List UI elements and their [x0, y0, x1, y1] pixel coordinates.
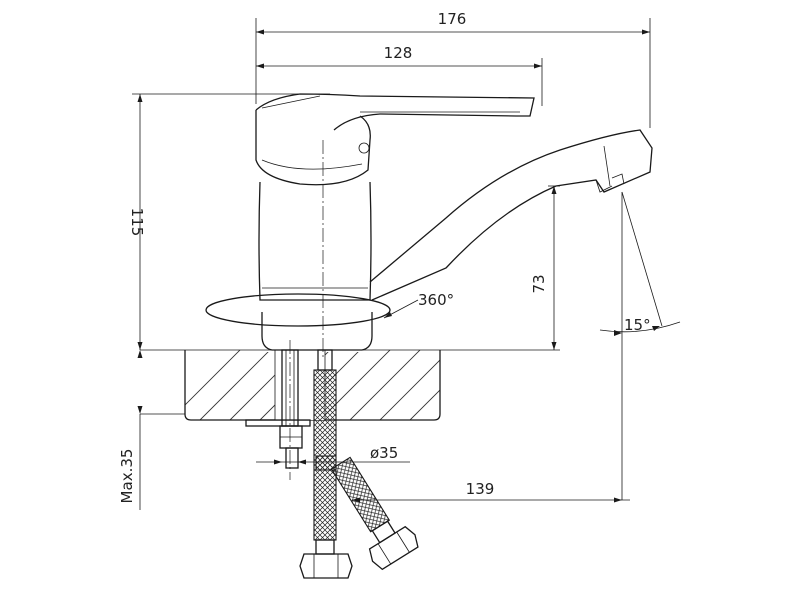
- mounting-washer: [245, 419, 311, 427]
- dimension-spout-height: 73: [530, 185, 560, 350]
- faucet-base: [261, 312, 373, 351]
- handle-cap: [255, 110, 371, 186]
- rotation-ellipse: [205, 293, 391, 327]
- stud-end: [285, 447, 299, 469]
- centerlines: [289, 140, 324, 480]
- straight-hose: [313, 369, 337, 541]
- faucet-cylinder: [258, 181, 372, 301]
- max-thickness-label: Max.35: [118, 449, 136, 504]
- straight-hose-nut: [299, 553, 353, 579]
- rotation-annotation: 360°: [383, 291, 454, 319]
- hole-diameter-label: ø35: [370, 444, 398, 462]
- faucet-spout: [369, 129, 653, 301]
- handle-length-label: 128: [384, 44, 413, 62]
- spout-height-label: 73: [530, 274, 548, 293]
- dimension-hose-length: 139: [352, 480, 630, 503]
- dimension-total-height: 115: [128, 93, 330, 350]
- angled-hose: [330, 456, 419, 571]
- total-length-label: 176: [438, 10, 467, 28]
- faucet-body: [205, 93, 653, 351]
- dimension-max-thickness: Max.35: [118, 350, 143, 510]
- dimension-total-length: 176: [255, 10, 651, 128]
- hose-assembly: [245, 349, 419, 579]
- handle-lever: [255, 93, 535, 131]
- hose-length-label: 139: [466, 480, 495, 498]
- rotation-label: 360°: [418, 291, 454, 309]
- dimension-spout-angle: 15°: [599, 191, 681, 500]
- spout-angle-label: 15°: [624, 316, 651, 334]
- countertop-section: [140, 349, 560, 421]
- total-height-label: 115: [128, 208, 146, 237]
- dimension-handle-length: 128: [256, 44, 543, 106]
- dimension-hole-diameter: ø35: [256, 444, 410, 465]
